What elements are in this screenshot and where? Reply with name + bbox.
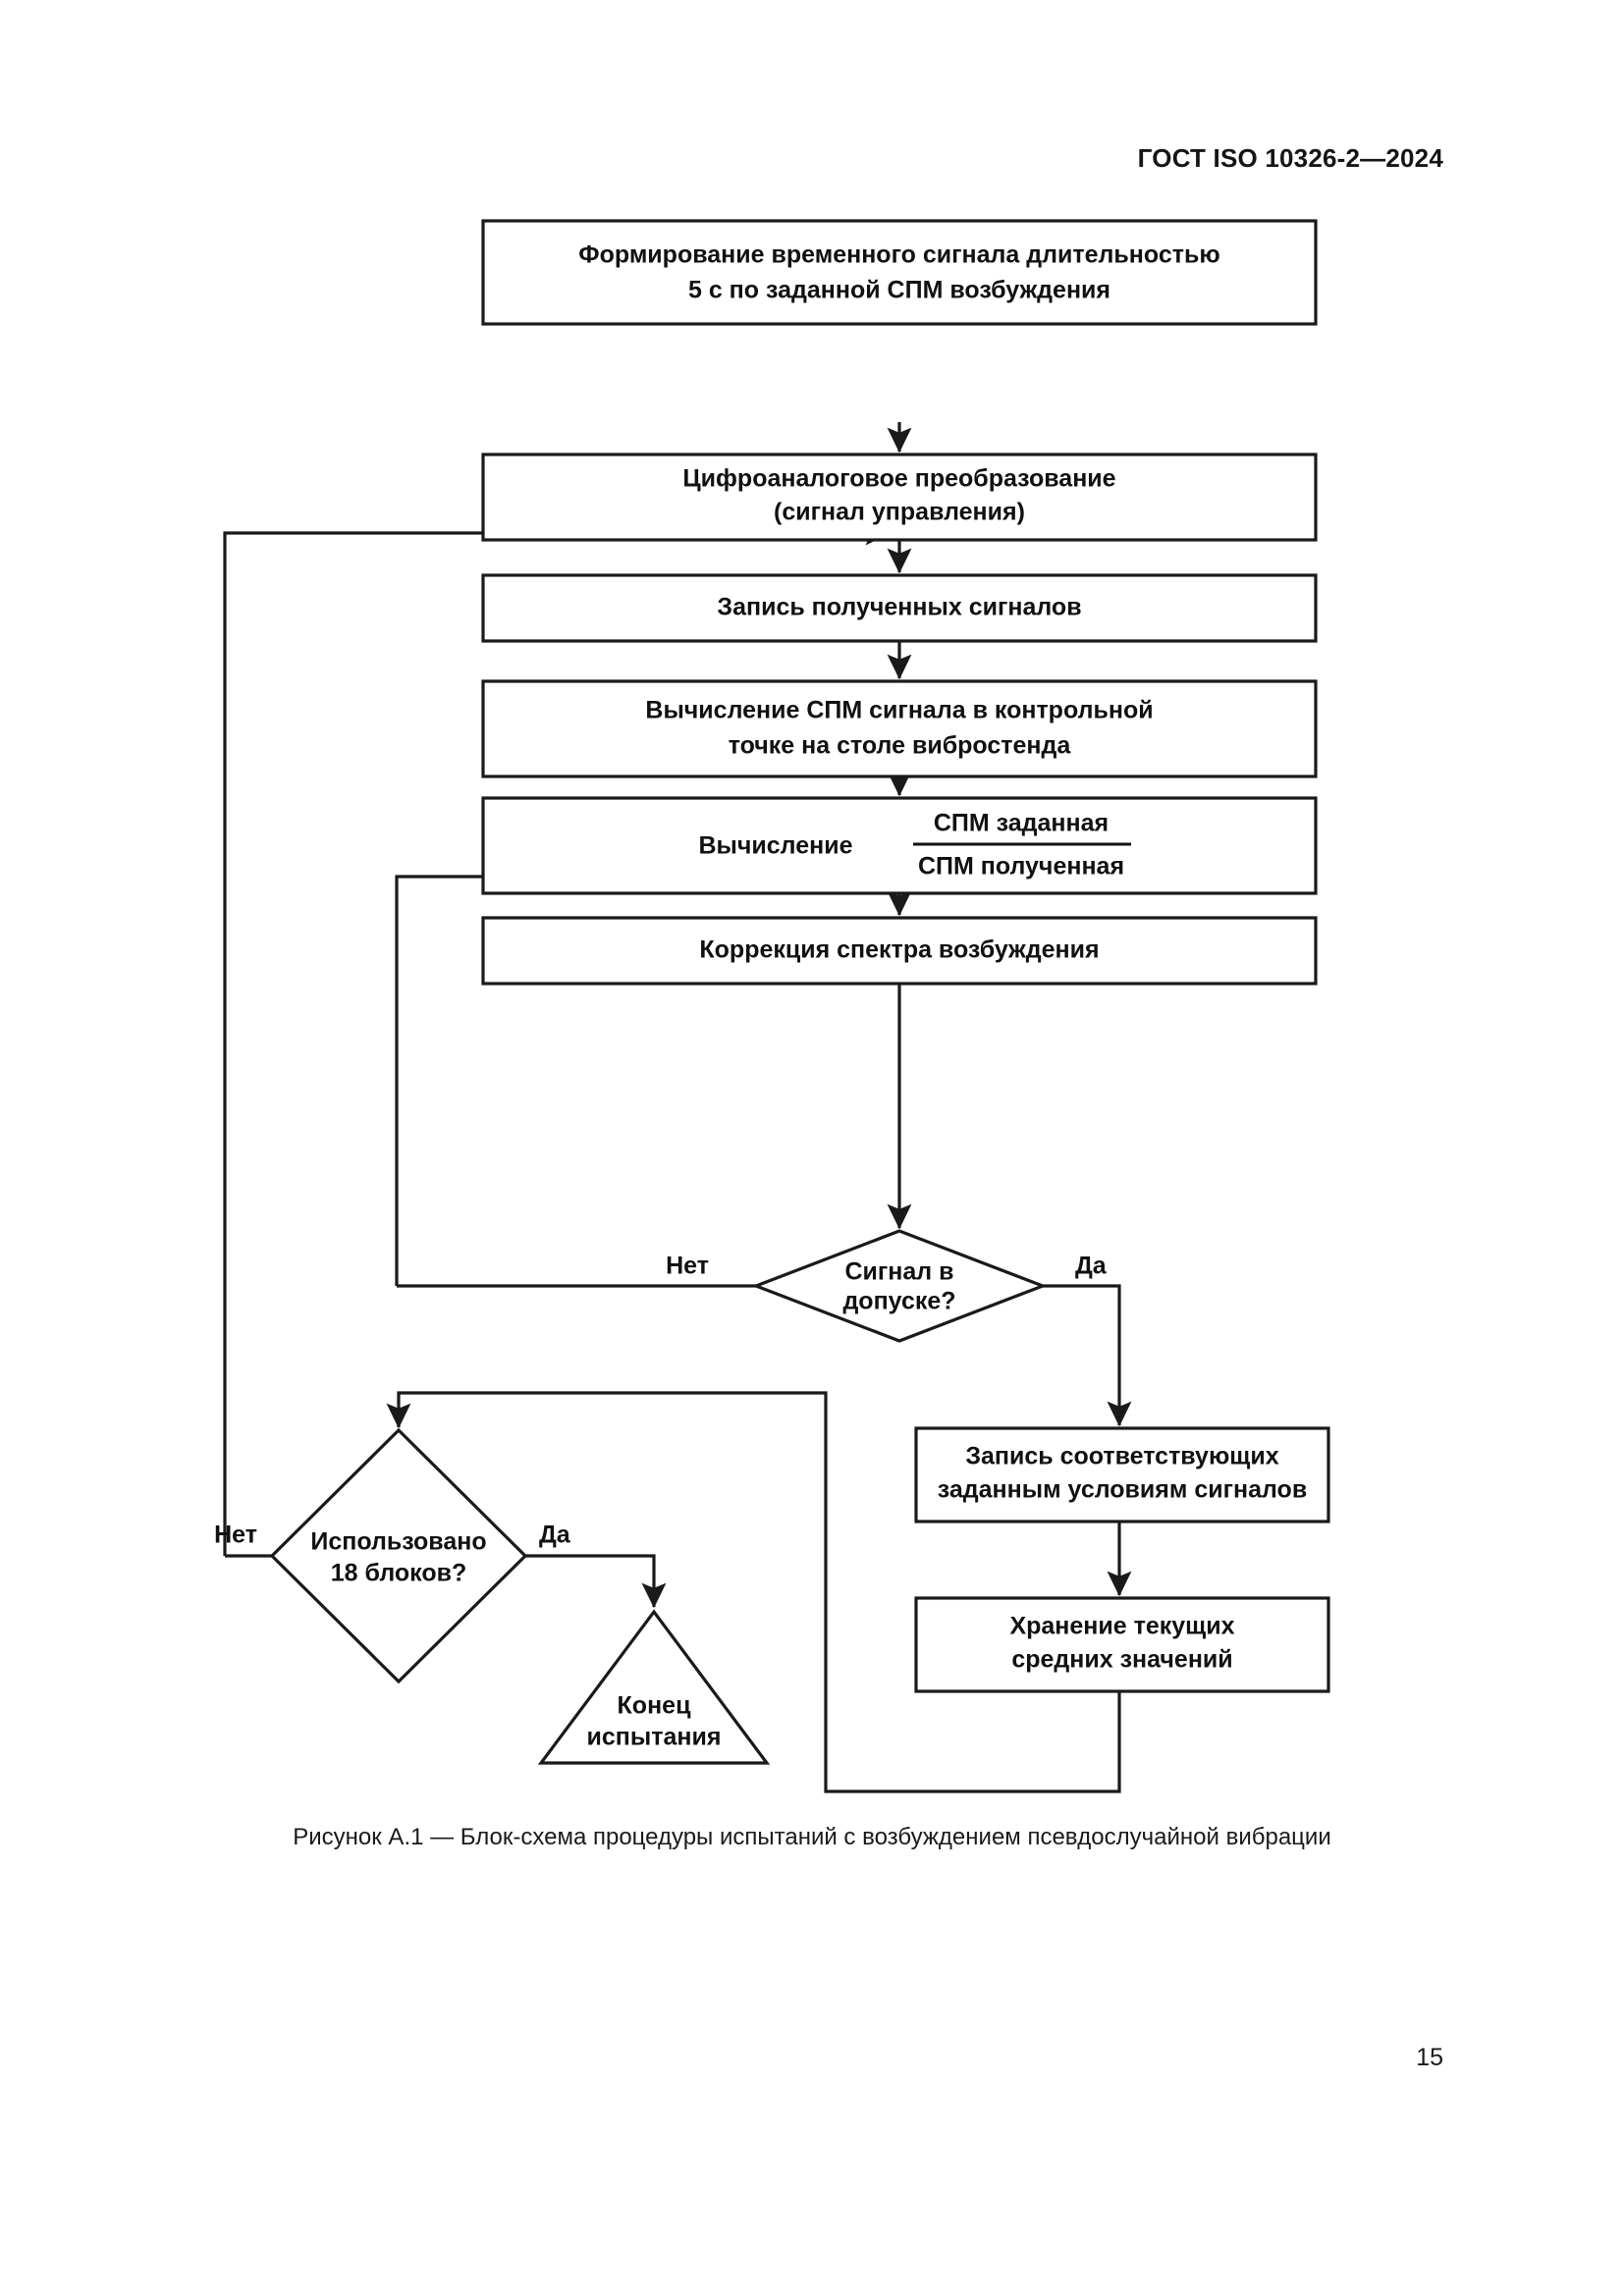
node-end-test: Конец испытания [537,1609,771,1765]
node-decision-blocks: Использовано 18 блоков? Нет Да [214,1427,571,1684]
node-dac-conversion-line1: Цифроаналоговое преобразование [682,465,1115,493]
node-correct-spectrum-box [481,916,1318,986]
edge-label-tolerance-no: Нет [666,1253,709,1280]
node-decision-tolerance: Сигнал в допуске? Нет Да [666,1229,1108,1343]
node-end-test-line1: Конец [618,1692,692,1720]
node-compute-ratio-label: Вычисление [698,832,852,860]
node-dac-conversion: Цифроаналоговое преобразование (сигнал у… [481,453,1318,542]
node-compute-ratio-box [481,796,1318,895]
edge-label-tolerance-yes: Да [1075,1253,1108,1280]
node-store-averages-line2: средних значений [1011,1646,1232,1674]
node-record-matching-line1: Запись соответствующих [965,1443,1278,1470]
node-decision-blocks-line1: Использовано [310,1528,486,1556]
node-correct-spectrum-line1: Коррекция спектра возбуждения [699,936,1099,964]
node-decision-tolerance-line2: допуске? [842,1288,955,1315]
node-decision-blocks-line2: 18 блоков? [331,1560,467,1587]
node-dac-conversion-line2: (сигнал управления) [774,499,1025,526]
figure-caption: Рисунок А.1 — Блок-схема процедуры испыт… [293,1824,1331,1850]
node-record-matching: Запись соответствующих заданным условиям… [914,1426,1330,1523]
node-signal-generation-box [481,219,1318,326]
node-record-signals: Запись полученных сигналов [481,573,1318,643]
connector-averages-to-blocks-decision [386,1391,1121,1793]
node-decision-blocks-shape [269,1427,528,1684]
node-correct-spectrum: Коррекция спектра возбуждения [481,916,1318,986]
connector-blocks-yes-to-end [525,1554,667,1609]
page-number: 15 [1416,2044,1443,2071]
node-signal-generation-line1: Формирование временного сигнала длительн… [578,241,1219,269]
node-compute-psd: Вычисление СПМ сигнала в контрольной точ… [481,679,1318,778]
node-signal-generation: Формирование временного сигнала длительн… [481,219,1318,326]
node-compute-psd-line1: Вычисление СПМ сигнала в контрольной [645,697,1153,724]
node-store-averages: Хранение текущих средних значений [914,1596,1330,1693]
node-dac-conversion-box [481,453,1318,542]
node-record-matching-line2: заданным условиям сигналов [938,1476,1307,1504]
connector-tolerance-yes-branch [1043,1284,1132,1427]
node-compute-ratio: Вычисление СПМ заданная СПМ полученная [481,796,1318,895]
node-compute-psd-box [481,679,1318,778]
flowchart-svg: Формирование временного сигнала длительн… [214,219,1330,1793]
flowchart-figure: Формирование временного сигнала длительн… [0,201,1624,1831]
node-decision-tolerance-line1: Сигнал в [844,1258,953,1286]
node-record-matching-box [914,1426,1330,1523]
node-store-averages-box [914,1596,1330,1693]
node-compute-ratio-denominator: СПМ полученная [918,853,1124,881]
node-end-test-shape [537,1609,771,1765]
standard-header: ГОСТ ISO 10326-2—2024 [1137,143,1443,173]
node-compute-ratio-numerator: СПМ заданная [934,810,1109,837]
node-store-averages-line1: Хранение текущих [1009,1613,1234,1640]
edge-label-blocks-yes: Да [539,1522,571,1549]
node-record-signals-line1: Запись полученных сигналов [717,594,1081,621]
node-decision-tolerance-shape [751,1229,1048,1343]
node-compute-psd-line2: точке на столе вибростенда [729,732,1072,760]
node-signal-generation-line2: 5 с по заданной СПМ возбуждения [688,277,1110,304]
node-end-test-line2: испытания [587,1724,722,1751]
node-record-signals-box [481,573,1318,643]
edge-label-blocks-no: Нет [214,1522,257,1549]
